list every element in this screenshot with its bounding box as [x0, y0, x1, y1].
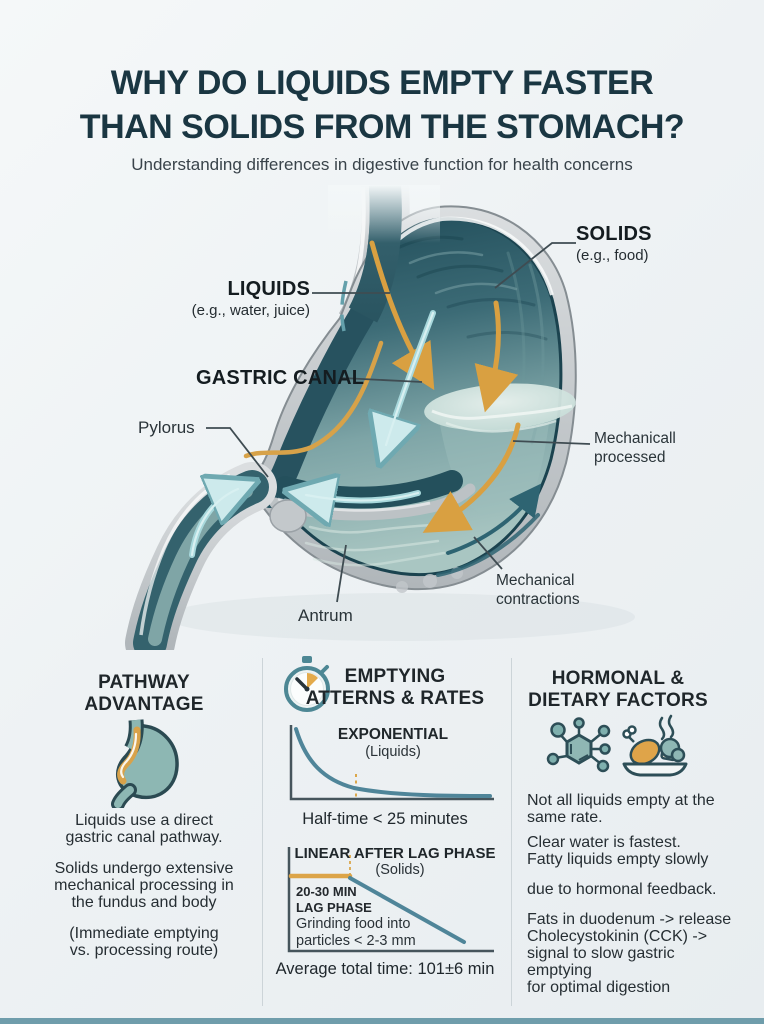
esophagus-fade [328, 185, 440, 243]
hormonal-para-1: Not all liquids empty at the same rate. [527, 792, 715, 827]
leader-antrum [336, 544, 347, 603]
leader-pylorus [206, 427, 269, 478]
exponential-sub: (Liquids) [365, 744, 421, 760]
hormonal-para-3: due to hormonal feedback. [527, 881, 717, 898]
stomach-icon [111, 719, 179, 808]
leader-mech-processed [512, 440, 591, 445]
pathway-para-3: (Immediate emptying vs. processing route… [69, 925, 219, 960]
label-antrum: Antrum [298, 606, 353, 625]
column-divider-1 [262, 658, 263, 1006]
leader-lines [206, 242, 591, 603]
label-mechanical-contractions: Mechanical contractions [496, 572, 580, 609]
stopwatch-icon [284, 656, 330, 712]
leader-solids [494, 242, 576, 289]
column-divider-2 [511, 658, 512, 1006]
page-title: WHY DO LIQUIDS EMPTY FASTER THAN SOLIDS … [79, 64, 685, 146]
label-mechanically-processed: Mechanicall processed [594, 430, 676, 467]
contraction-arrows [436, 483, 542, 577]
bottom-accent-bar [0, 1018, 764, 1024]
pathway-para-1: Liquids use a direct gastric canal pathw… [65, 812, 223, 847]
leader-gastric-canal [341, 377, 423, 383]
leader-mech-contractions [473, 536, 503, 570]
label-gastric-canal: GASTRIC CANAL [196, 367, 365, 389]
page-subtitle: Understanding differences in digestive f… [131, 155, 633, 174]
pathway-para-2: Solids undergo extensive mechanical proc… [54, 860, 234, 912]
linear-lag-caption: Average total time: 101±6 min [275, 960, 495, 978]
stomach-illustration-svg [125, 185, 635, 650]
exponential-title: EXPONENTIAL [337, 726, 449, 743]
label-liquids: LIQUIDS (e.g., water, juice) [191, 278, 310, 319]
emptying-heading: EMPTYING ATTERNS & RATES [305, 666, 485, 709]
lag-phase-label: 20-30 MIN LAG PHASE [296, 884, 372, 915]
grinding-note: Grinding food into particles < 2-3 mm [296, 916, 416, 949]
gastric-canal-orange-curve [243, 340, 384, 459]
hormonal-para-4: Fats in duodenum -> release Cholecystoki… [527, 911, 732, 997]
hormonal-heading: HORMONAL & DIETARY FACTORS [528, 668, 708, 711]
label-pylorus: Pylorus [138, 418, 195, 437]
meal-icon [622, 714, 688, 777]
exponential-caption: Half-time < 25 minutes [302, 810, 468, 828]
stomach-diagram: SOLIDS (e.g., food) LIQUIDS (e.g., water… [100, 185, 700, 650]
label-solids: SOLIDS (e.g., food) [576, 223, 652, 264]
organ-shadow [165, 593, 635, 641]
pathway-heading: PATHWAY ADVANTAGE [84, 672, 204, 715]
liquid-trace-dash [340, 280, 348, 332]
exponential-chart [289, 725, 494, 801]
liquids-flow-arrows [189, 310, 436, 558]
molecule-icon [546, 717, 611, 773]
linear-lag-chart [287, 847, 494, 953]
linear-lag-sub: (Solids) [375, 862, 425, 878]
hormonal-para-2: Clear water is fastest. Fatty liquids em… [527, 834, 709, 869]
linear-lag-title: LINEAR AFTER LAG PHASE [294, 845, 496, 862]
